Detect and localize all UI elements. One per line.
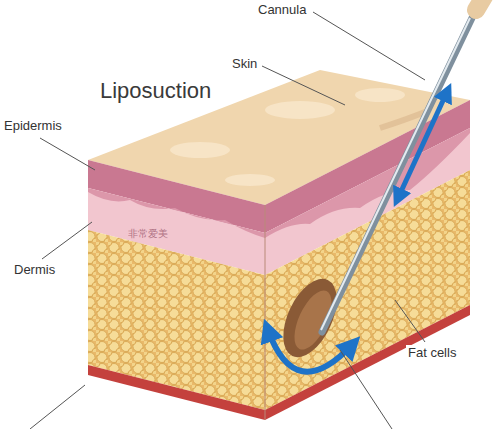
watermark: 非常爱美	[128, 228, 168, 240]
part-label: Fat cells	[406, 345, 458, 361]
diagram-title: Liposuction	[100, 78, 211, 104]
part-label: Epidermis	[4, 118, 62, 134]
part-label: Dermis	[14, 262, 55, 278]
part-label: Skin	[232, 56, 257, 72]
part-label: Cannula	[258, 2, 306, 18]
